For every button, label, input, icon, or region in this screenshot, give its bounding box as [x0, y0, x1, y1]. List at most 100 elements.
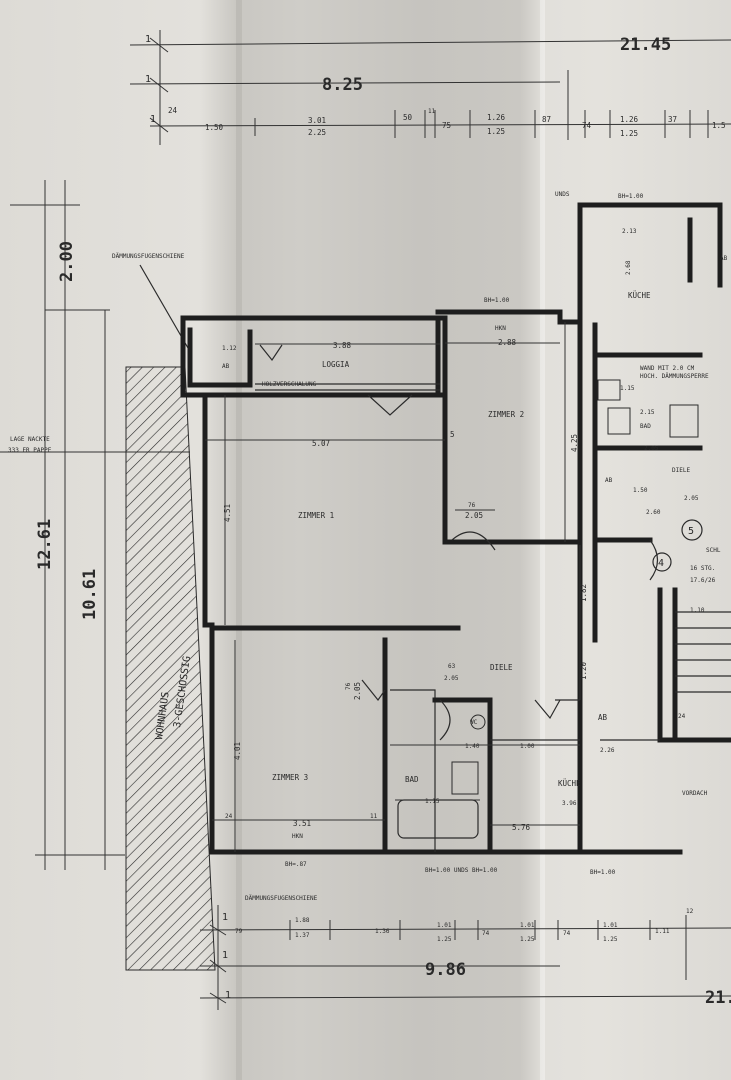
- dim-top-sub: 11: [428, 108, 436, 115]
- dim-r-b: 2.68: [625, 260, 632, 275]
- dim-left-outer: 12.61: [35, 519, 55, 570]
- dim-marker: 1: [145, 34, 151, 45]
- room-stg: 16 STG.: [690, 565, 715, 572]
- label-wand: WAND MIT 2.0 CM: [640, 365, 695, 372]
- dim-r-i: 1.82: [579, 584, 588, 602]
- dim-loggia-w: 3.88: [333, 341, 352, 350]
- dim-r-j: 1.20: [579, 661, 588, 680]
- room-ab: AB: [598, 713, 608, 722]
- label-daemmung-top: DÄMMUNGSFUGENSCHIENE: [112, 253, 185, 260]
- dim-misc-24a: 24: [225, 813, 233, 820]
- label-holzverschalung: HOLZVERSCHALUNG: [262, 381, 317, 388]
- dim-top-sub: 1.5: [712, 121, 726, 130]
- room-wc: WC: [470, 719, 478, 726]
- label-bh-left-bottom: BH=.87: [285, 861, 307, 868]
- dim-top-left: 8.25: [322, 75, 363, 95]
- room-hkn-top: HKN: [495, 325, 506, 332]
- room-diele: DIELE: [490, 663, 513, 672]
- dim-ab-w: 1.00: [520, 743, 535, 750]
- dim-bottom-sub: 1.25: [437, 936, 452, 943]
- dim-bottom-sub: 1.01: [603, 922, 618, 929]
- dim-z2-h: 4.25: [570, 434, 579, 452]
- dim-kueche-len: 5.76: [512, 823, 531, 832]
- dim-misc-24b: 24: [678, 713, 686, 720]
- room-zimmer2: ZIMMER 2: [488, 410, 524, 419]
- dim-r-e: 2.05: [644, 445, 659, 452]
- label-wand2: HOCH. DÄMMUNGSPERRE: [640, 373, 709, 380]
- dim-bottom-sub: 1.01: [437, 922, 452, 929]
- dim-r-c: 1.15: [620, 385, 635, 392]
- dim-bottom-marker: 1: [222, 912, 228, 923]
- dim-marker: 1: [145, 74, 151, 85]
- dim-kueche: 3.96: [562, 800, 577, 807]
- dim-bottom-sub: 1.88: [295, 917, 310, 924]
- dim-bottom-marker: 1: [222, 950, 228, 961]
- bath-fixture: [607, 407, 631, 435]
- leader-line: [139, 264, 189, 349]
- room-ab-loggia: AB: [222, 363, 230, 370]
- label-unds: UNDS: [555, 191, 570, 198]
- dim-top-total: 21.45: [620, 35, 671, 55]
- dim-bottom-total: 9.86: [425, 960, 466, 980]
- marker-circle-4: [652, 552, 672, 572]
- dim-top-sub: 75: [442, 121, 451, 130]
- staircase: [675, 611, 731, 693]
- label-bh-right-top: BH=1.00: [618, 193, 644, 200]
- label-bh-right-bottom: BH=1.00: [590, 869, 616, 876]
- room-zimmer3: ZIMMER 3: [272, 773, 308, 782]
- dim-bottom-right: 21.: [705, 988, 731, 1008]
- dim-top-sub: 1.50: [205, 123, 224, 132]
- room-ab-far: AB: [720, 255, 728, 262]
- label-daemmung-bottom: DÄMMUNGSFUGENSCHIENE: [245, 895, 318, 902]
- top-dimension-lines: [129, 30, 731, 145]
- dim-bottom-sub: 79: [235, 928, 243, 935]
- dim-r-k: 1.10: [690, 607, 705, 614]
- dim-kueche-w: 2.26: [600, 747, 615, 754]
- dim-z2-d: 76: [468, 502, 476, 509]
- dim-z3-w: 3.51: [293, 819, 311, 828]
- label-bh-top: BH=1.00: [484, 297, 510, 304]
- dim-top-sub: 1.26: [620, 115, 639, 124]
- label-lage: LAGE NACKTE: [10, 436, 50, 443]
- dim-bottom-sub: 74: [563, 930, 571, 937]
- room-loggia: LOGGIA: [322, 360, 350, 369]
- walls: [180, 202, 731, 855]
- dim-diele-63: 63: [448, 663, 456, 670]
- dim-bottom-sub: 1.11: [655, 928, 670, 935]
- dim-top-sub: 37: [668, 115, 677, 124]
- dim-bottom-sub: 1.36: [375, 928, 390, 935]
- dim-z2-w: 2.05: [465, 511, 483, 520]
- room-kueche-r: KÜCHE: [628, 291, 651, 300]
- dim-misc-5: 5: [450, 430, 455, 439]
- bathtub: [397, 799, 479, 839]
- room-kueche: KÜCHE: [558, 779, 581, 788]
- dim-bottom-sub: 12: [686, 908, 694, 915]
- dim-hkn-w: 2.88: [498, 338, 517, 347]
- dim-top-sub: 2.25: [308, 128, 326, 137]
- dim-left-top: 2.00: [57, 241, 77, 282]
- bath-fixture: [597, 379, 621, 401]
- dim-top-sub: 1.25: [620, 129, 638, 138]
- circle-5-label: 5: [688, 526, 694, 537]
- dim-r-h: 2.60: [646, 509, 661, 516]
- door-swings: [259, 344, 659, 741]
- dim-wc-w: 1.40: [465, 743, 480, 750]
- dim-top-sub: 1.26: [487, 113, 506, 122]
- marker-circle-5: [681, 519, 703, 541]
- dim-r-g: 2.05: [684, 495, 699, 502]
- dim-z3-door-d: 76: [345, 682, 352, 690]
- dim-bottom-sub: 1.25: [603, 936, 618, 943]
- dim-top-sub: 87: [542, 115, 551, 124]
- dim-top-sub: 74: [582, 121, 592, 130]
- dim-z1-h: 4.51: [223, 504, 232, 522]
- dim-bad-w: 1.15: [425, 798, 440, 805]
- dim-r-a: 2.13: [622, 228, 637, 235]
- dim-r-d: 2.15: [640, 409, 655, 416]
- room-hkn-bottom: HKN: [292, 833, 303, 840]
- bath-fixture: [669, 404, 699, 438]
- label-bh-bottom: BH=1.00 UNDS BH=1.00: [425, 867, 498, 874]
- toilet: [470, 714, 486, 730]
- room-bad-r: BAD: [640, 423, 651, 430]
